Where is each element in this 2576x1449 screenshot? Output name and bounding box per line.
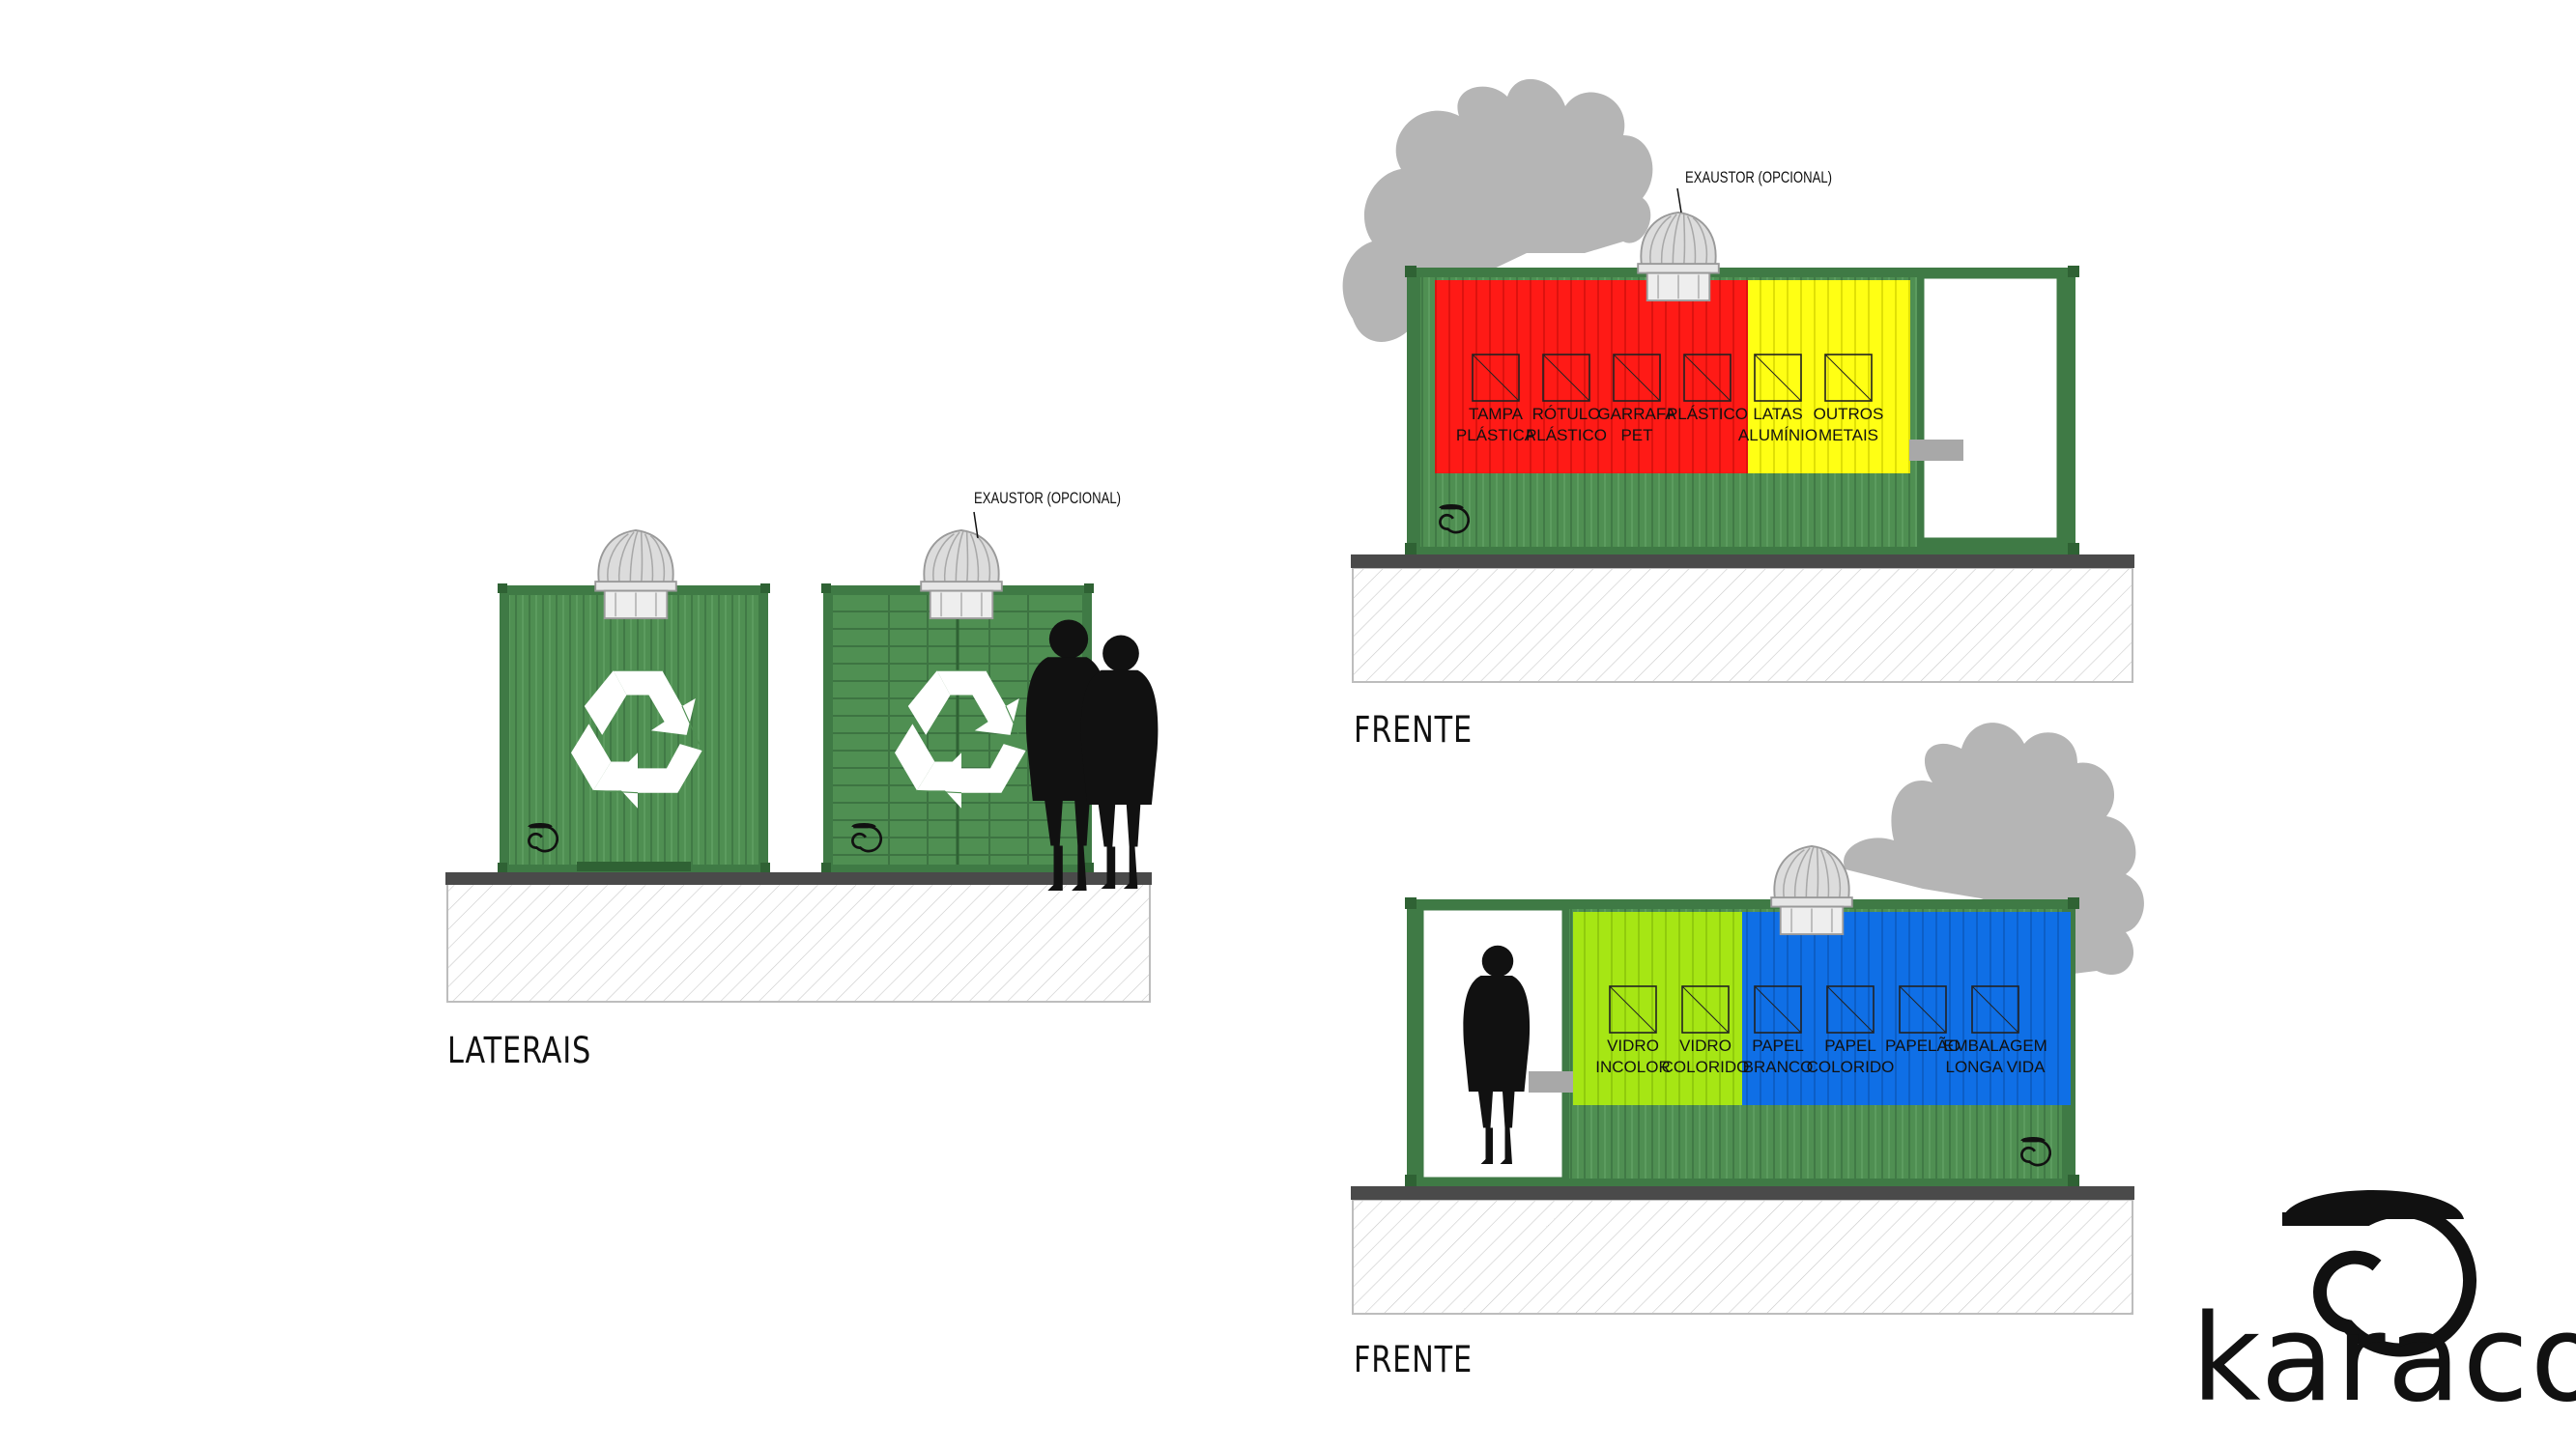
bin-opening-diagonal xyxy=(1899,985,1947,1034)
bin-label: PLÁSTICO xyxy=(1667,405,1748,423)
bin-label-line: PLÁSTICO xyxy=(1667,405,1748,423)
bin-label-line: PLÁSTICO xyxy=(1526,426,1607,444)
bin-label-line: PLÁSTICA xyxy=(1456,426,1536,444)
bin-opening xyxy=(1826,985,1875,1034)
bin-opening xyxy=(1899,985,1947,1034)
ground-slab xyxy=(445,872,1152,885)
bin-opening-diagonal xyxy=(1681,985,1730,1034)
bin-label-line: PAPELÃO xyxy=(1885,1037,1961,1055)
bin-label-line: COLORIDO xyxy=(1807,1058,1895,1076)
exaustor-leader xyxy=(973,511,979,539)
bin-label: PAPEL COLORIDO xyxy=(1807,1037,1895,1076)
ventilator-icon xyxy=(920,528,1003,620)
bin-label-line: OUTROS xyxy=(1814,405,1884,423)
exaustor-label-side: EXAUSTOR (OPCIONAL) xyxy=(974,489,1121,507)
bin-label: PAPEL BRANCO xyxy=(1743,1037,1814,1076)
bin-label-line: INCOLOR xyxy=(1595,1058,1670,1076)
ventilator-icon xyxy=(1637,211,1720,302)
bin-label-line: EMBALAGEM xyxy=(1943,1037,2047,1055)
laterais-elevation: EXAUSTOR (OPCIONAL) xyxy=(445,489,1159,1003)
bin-label-line: BRANCO xyxy=(1743,1058,1814,1076)
bin-opening-diagonal xyxy=(1826,985,1875,1034)
bin-label-line: LATAS xyxy=(1753,405,1802,423)
container-side-back xyxy=(498,528,770,872)
bin-opening-diagonal xyxy=(1754,354,1802,402)
bin-label-line: PAPEL xyxy=(1824,1037,1876,1055)
bin-label-line: PET xyxy=(1620,426,1652,444)
bin-label: VIDRO COLORIDO xyxy=(1662,1037,1750,1076)
bin-label: PAPELÃO xyxy=(1885,1037,1961,1055)
frente-top-elevation: EXAUSTOR (OPCIONAL) TAMPA PLÁSTICA RÓTULO P… xyxy=(1342,78,2134,683)
exaustor-label-front: EXAUSTOR (OPCIONAL) xyxy=(1685,168,1832,186)
bin-opening xyxy=(1971,985,2019,1034)
bin-label-line: LONGA VIDA xyxy=(1946,1058,2046,1076)
bin-opening xyxy=(1681,985,1730,1034)
bin-opening-diagonal xyxy=(1971,985,2019,1034)
bin-label-line: PAPEL xyxy=(1752,1037,1804,1055)
bin-label: OUTROS METAIS xyxy=(1814,405,1884,444)
caption-frente-bottom: FRENTE xyxy=(1354,1339,1474,1380)
bin-label: GARRAFA PET xyxy=(1597,405,1676,444)
caption-frente-top: FRENTE xyxy=(1354,709,1474,751)
bin-opening xyxy=(1683,354,1732,402)
bin-opening-diagonal xyxy=(1754,985,1802,1034)
bin-label: EMBALAGEM LONGA VIDA xyxy=(1943,1037,2047,1076)
bin-label: TAMPA PLÁSTICA xyxy=(1456,405,1536,444)
bin-opening xyxy=(1824,354,1873,402)
bin-label-line: TAMPA xyxy=(1469,405,1524,423)
bin-opening xyxy=(1613,354,1661,402)
bin-label: RÓTULO PLÁSTICO xyxy=(1526,405,1607,444)
bin-label-line: VIDRO xyxy=(1607,1037,1659,1055)
bin-label-line: ALUMÍNIO xyxy=(1738,426,1818,444)
bin-label-line: METAIS xyxy=(1818,426,1878,444)
bin-opening-diagonal xyxy=(1683,354,1732,402)
ventilator-icon xyxy=(1770,844,1853,936)
bin-opening xyxy=(1754,985,1802,1034)
bin-opening-diagonal xyxy=(1472,354,1520,402)
karacol-logo-mark xyxy=(2282,1190,2477,1357)
bin-opening xyxy=(1472,354,1520,402)
caption-laterais: LATERAIS xyxy=(447,1030,592,1071)
bin-opening xyxy=(1609,985,1657,1034)
bin-label-line: VIDRO xyxy=(1679,1037,1732,1055)
bin-label-line: COLORIDO xyxy=(1662,1058,1750,1076)
ventilator-icon xyxy=(594,528,677,620)
bin-opening-diagonal xyxy=(1824,354,1873,402)
bin-label: VIDRO INCOLOR xyxy=(1595,1037,1670,1076)
bin-label: LATAS ALUMÍNIO xyxy=(1738,405,1818,444)
bin-opening-diagonal xyxy=(1609,985,1657,1034)
bin-label-line: RÓTULO xyxy=(1532,405,1601,423)
bin-opening xyxy=(1754,354,1802,402)
bin-opening-diagonal xyxy=(1542,354,1590,402)
ground-hatch xyxy=(446,883,1151,1003)
bin-opening-diagonal xyxy=(1613,354,1661,402)
brand-wordmark: karacol xyxy=(2191,1290,2576,1429)
bin-opening xyxy=(1542,354,1590,402)
bin-label-line: GARRAFA xyxy=(1597,405,1676,423)
